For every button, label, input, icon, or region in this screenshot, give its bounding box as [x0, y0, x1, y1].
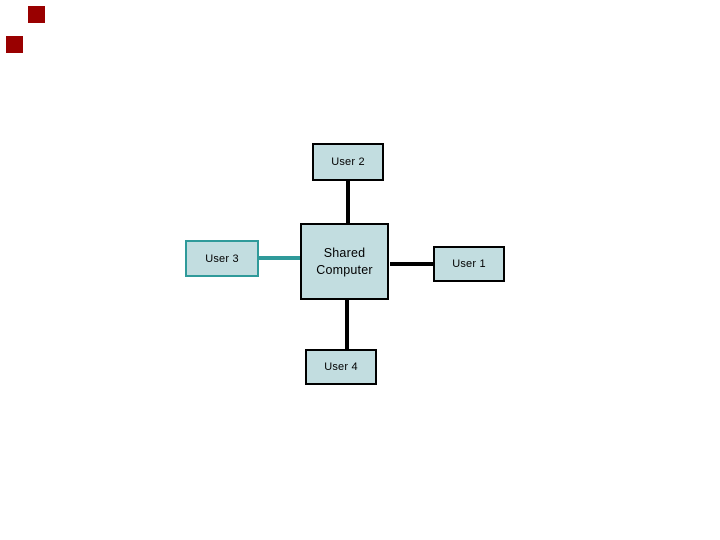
- node-shared-computer-label: Shared Computer: [316, 245, 373, 277]
- connector-user2-shared: [346, 181, 350, 223]
- node-user4-label: User 4: [324, 361, 358, 373]
- connector-shared-user4: [345, 300, 349, 349]
- node-shared-computer: Shared Computer: [300, 223, 389, 300]
- node-user2-label: User 2: [331, 156, 365, 168]
- node-user3-label: User 3: [205, 252, 239, 265]
- node-user4: User 4: [305, 349, 377, 385]
- connector-shared-user1: [390, 262, 434, 266]
- decor-red-square-top: [28, 6, 45, 23]
- node-user1: User 1: [433, 246, 505, 282]
- node-user3: User 3: [185, 240, 259, 277]
- decor-red-square-left: [6, 36, 23, 53]
- connector-user3-shared: [259, 256, 300, 260]
- node-user2: User 2: [312, 143, 384, 181]
- node-user1-label: User 1: [452, 258, 486, 270]
